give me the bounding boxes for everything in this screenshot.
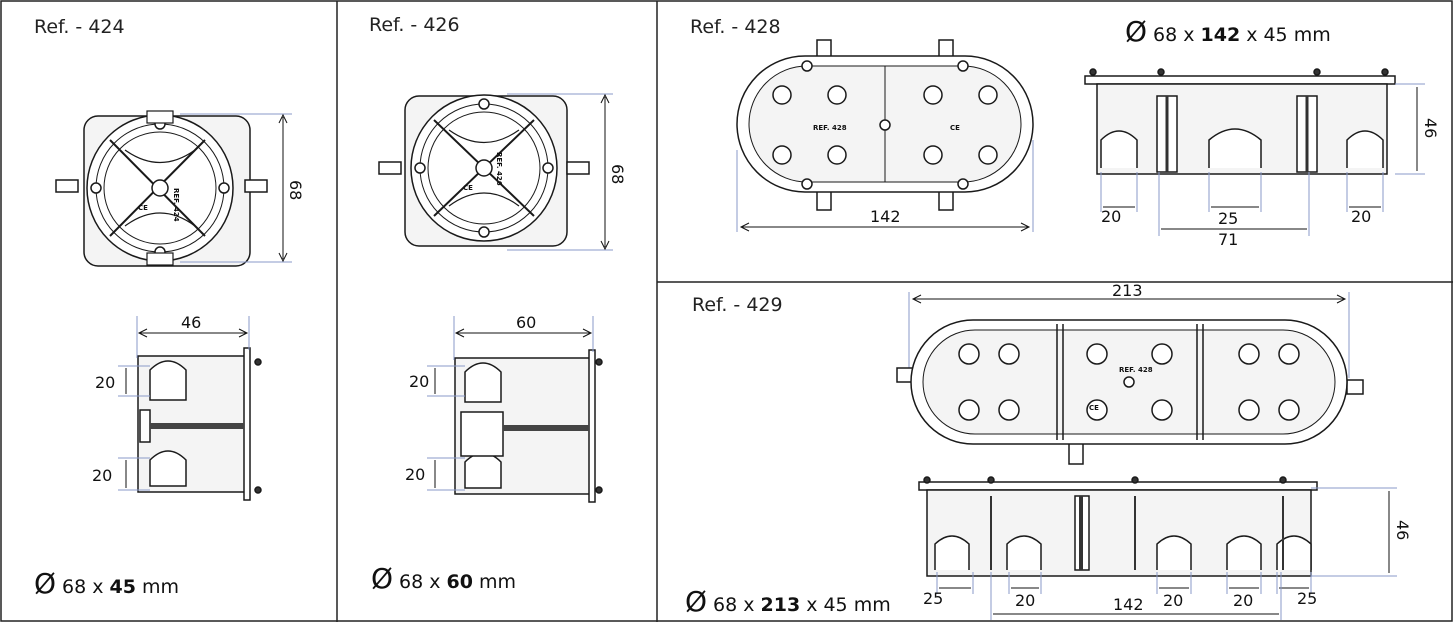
dim-label-4: 20 [1233,591,1253,610]
dim-label-span: 71 [1218,230,1238,249]
box-429-front-view [896,319,1364,465]
panel-ref-426: Ref. - 426 REF. 426 CE [337,0,657,622]
dim-label-span: 142 [1113,595,1144,614]
dim-label-height: 68 [286,180,305,200]
box-424-front-view [55,110,268,267]
size-prefix: 68 x [62,576,104,598]
diameter-icon: Ø [685,585,708,618]
dim-label-knockout-top: 20 [409,372,429,391]
size-depth: 45 [109,576,136,598]
dim-label-width: 213 [1112,281,1143,300]
dim-label-knockout-bottom: 20 [92,466,112,485]
dim-label-depth: 60 [516,313,536,332]
size-depth: 213 [760,594,801,616]
box-424-drawing: REF. 424 CE 68 [55,110,305,501]
dim-label-height: 46 [1393,520,1412,540]
ref-label: Ref. - 429 [692,294,783,316]
box-stamp: REF. 428 [813,124,847,132]
size-suffix: mm [478,571,516,593]
dim-depth-426 [427,316,594,491]
box-426-front-view [378,94,590,247]
dim-label-2: 20 [1015,591,1035,610]
dim-label-right: 20 [1351,207,1371,226]
dim-label-knockout-top: 20 [95,373,115,392]
panel-ref-428: Ref. - 428 Ø 68 x 142 x 45 mm [657,0,1453,282]
size-label: Ø 68 x 142 x 45 mm [1125,15,1331,48]
ce-mark: CE [1089,404,1099,412]
size-label: Ø 68 x 45 mm [34,567,179,600]
dim-label-left: 20 [1101,207,1121,226]
box-429-drawing: 213 REF. 428 CE [896,281,1412,620]
dim-height-424 [180,113,292,263]
box-stamp: REF. 428 [1119,366,1153,374]
ref-label: Ref. - 428 [690,16,781,38]
box-429-side-view [918,476,1318,577]
dim-label-width: 142 [870,207,901,226]
ref-label: Ref. - 426 [369,14,460,36]
box-428-drawing: REF. 428 CE 142 [736,39,1440,249]
dim-depth-424 [118,316,250,491]
box-stamp: REF. 426 [495,152,503,186]
dim-label-3: 20 [1163,591,1183,610]
dim-side-429 [936,487,1397,620]
diameter-icon: Ø [371,562,394,595]
dim-label-1: 25 [923,589,943,608]
size-depth: 142 [1200,24,1241,46]
dim-label-height: 68 [608,164,627,184]
dim-side-428 [1100,83,1425,236]
panel-ref-429: Ref. - 429 213 [657,281,1453,622]
size-label: Ø 68 x 60 mm [371,562,516,595]
size-suffix: mm [141,576,179,598]
ce-mark: CE [950,124,960,132]
ref-label: Ref. - 424 [34,16,125,38]
dim-width-429 [908,292,1350,378]
size-depth: 60 [446,571,473,593]
dim-label-height: 46 [1421,118,1440,138]
size-prefix: 68 x [713,594,755,616]
dim-label-depth: 46 [181,313,201,332]
box-426-drawing: REF. 426 CE 68 [378,93,627,503]
diameter-icon: Ø [34,567,57,600]
size-prefix: 68 x [399,571,441,593]
ce-mark: CE [138,204,148,212]
size-label: Ø 68 x 213 x 45 mm [685,585,891,618]
dim-width-428 [736,140,1034,232]
dim-label-5: 25 [1297,589,1317,608]
dim-label-knockout-bottom: 20 [405,465,425,484]
panel-ref-424: Ref. - 424 REF. 424 CE [0,0,337,622]
box-426-side-view [454,349,603,503]
dim-height-426 [507,93,613,251]
box-424-side-view [137,347,262,501]
size-suffix: x 45 mm [806,594,891,616]
ce-mark: CE [463,184,473,192]
size-prefix: 68 x [1153,24,1195,46]
diameter-icon: Ø [1125,15,1148,48]
box-428-side-view [1084,68,1396,175]
dim-label-middle: 25 [1218,209,1238,228]
box-stamp: REF. 424 [172,188,180,222]
size-suffix: x 45 mm [1246,24,1331,46]
box-428-front-view [736,39,1034,211]
